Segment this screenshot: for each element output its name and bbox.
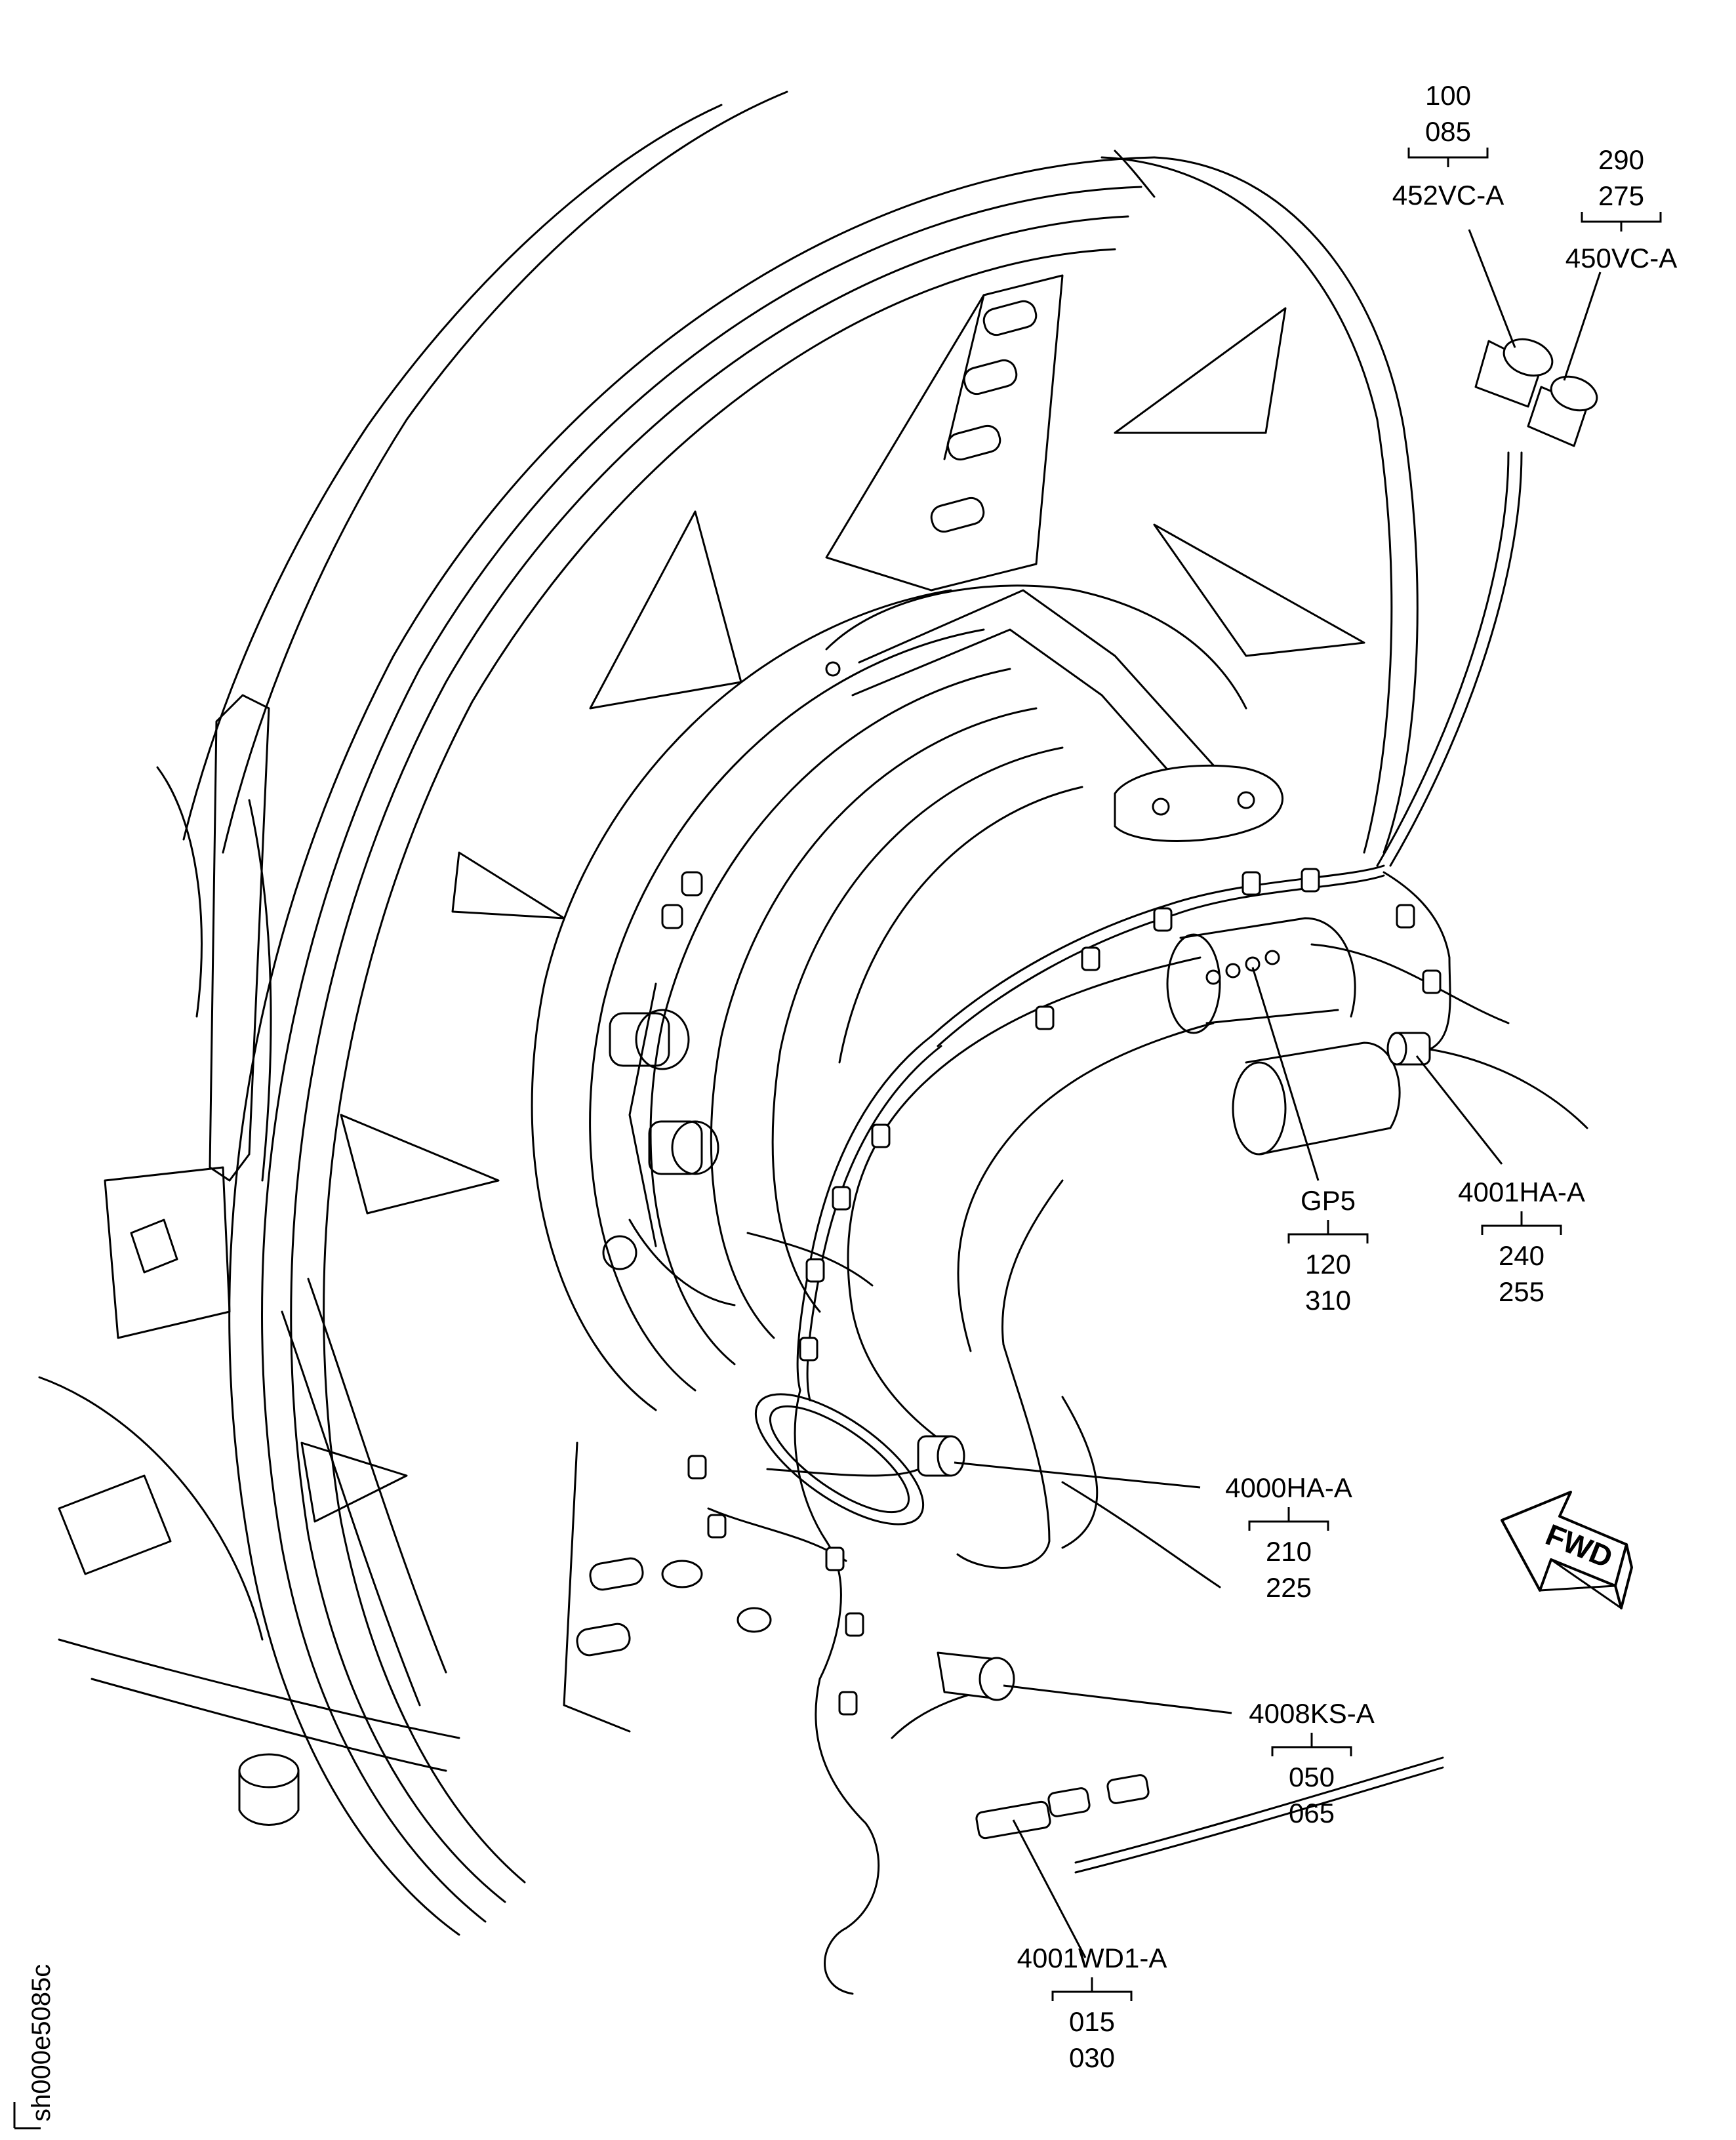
callout-ref-2: 255	[1499, 1276, 1544, 1307]
leader-4001HA-A	[1415, 1055, 1503, 1165]
figure-id: sh000e5085c	[13, 1964, 56, 2130]
callout-4001WD1-A: 4001WD1-A 015 030	[1017, 1943, 1167, 2073]
strut-slots	[576, 300, 1038, 1657]
callout-ref-2: 065	[1289, 1798, 1335, 1828]
callout-id: 4001WD1-A	[1017, 1943, 1167, 1973]
callout-ref-1: 210	[1266, 1536, 1312, 1567]
callout-450VC-A: 290 275 450VC-A	[1565, 144, 1677, 273]
callout-4008KS-A: 4008KS-A 050 065	[1249, 1698, 1374, 1828]
callout-ref-2: 030	[1069, 2042, 1115, 2073]
callout-ref-2: 085	[1425, 116, 1471, 147]
leader-4001WD1-A	[1012, 1819, 1087, 1958]
callout-4000HA-A: 4000HA-A 210 225	[1225, 1472, 1352, 1603]
connector-4008KS-A	[937, 1651, 1015, 1701]
engine-line-art	[38, 91, 1598, 1995]
callout-ref-1: 240	[1499, 1240, 1544, 1271]
bracket-arm	[825, 589, 1283, 842]
callout-ref-1: 100	[1425, 80, 1471, 111]
fan-struts	[300, 274, 1365, 1733]
callout-ref-2: 225	[1266, 1572, 1312, 1603]
cylinder-unit	[1166, 917, 1588, 1156]
callout-id: 450VC-A	[1565, 243, 1677, 273]
connector-452VC-A	[1474, 338, 1554, 408]
left-piping	[38, 694, 460, 1826]
connector-4001HA-A	[1386, 1032, 1431, 1066]
callout-ref-1: 120	[1305, 1249, 1351, 1280]
leader-4008KS-A	[1003, 1684, 1232, 1714]
connector-4000HA-A	[917, 1435, 965, 1477]
leader-lines	[954, 229, 1602, 1958]
wire-harness	[707, 451, 1523, 1995]
callout-id: 452VC-A	[1392, 180, 1504, 211]
leader-452VC-A	[1468, 229, 1516, 348]
callout-GP5: GP5 120 310	[1287, 1185, 1369, 1316]
core-case	[531, 584, 1247, 1411]
duct-elbow	[754, 956, 1221, 1588]
callout-ref-1: 015	[1069, 2006, 1115, 2037]
callout-id: GP5	[1301, 1185, 1356, 1216]
core-actuators	[602, 871, 772, 1633]
callout-4001HA-A: 4001HA-A 240 255	[1458, 1177, 1585, 1307]
callout-ref-2: 275	[1598, 180, 1644, 211]
callout-ref-1: 290	[1598, 144, 1644, 175]
fan-case-rings	[182, 91, 1419, 1936]
leader-GP5	[1251, 967, 1320, 1181]
leader-450VC-A	[1563, 272, 1602, 381]
harness-clips	[687, 868, 1442, 1716]
fwd-arrow: FWD	[1501, 1491, 1633, 1609]
connector-450VC-A	[1527, 375, 1598, 447]
callout-452VC-A: 100 085 452VC-A	[1392, 80, 1504, 211]
callout-id: 4001HA-A	[1458, 1177, 1585, 1207]
figure-id-label: sh000e5085c	[27, 1964, 56, 2122]
leader-4000HA-A	[954, 1461, 1201, 1489]
callout-ref-1: 050	[1289, 1762, 1335, 1792]
callout-id: 4008KS-A	[1249, 1698, 1374, 1729]
callout-id: 4000HA-A	[1225, 1472, 1352, 1503]
callout-ref-2: 310	[1305, 1285, 1351, 1316]
connector-4001WD1-A	[975, 1774, 1150, 1840]
